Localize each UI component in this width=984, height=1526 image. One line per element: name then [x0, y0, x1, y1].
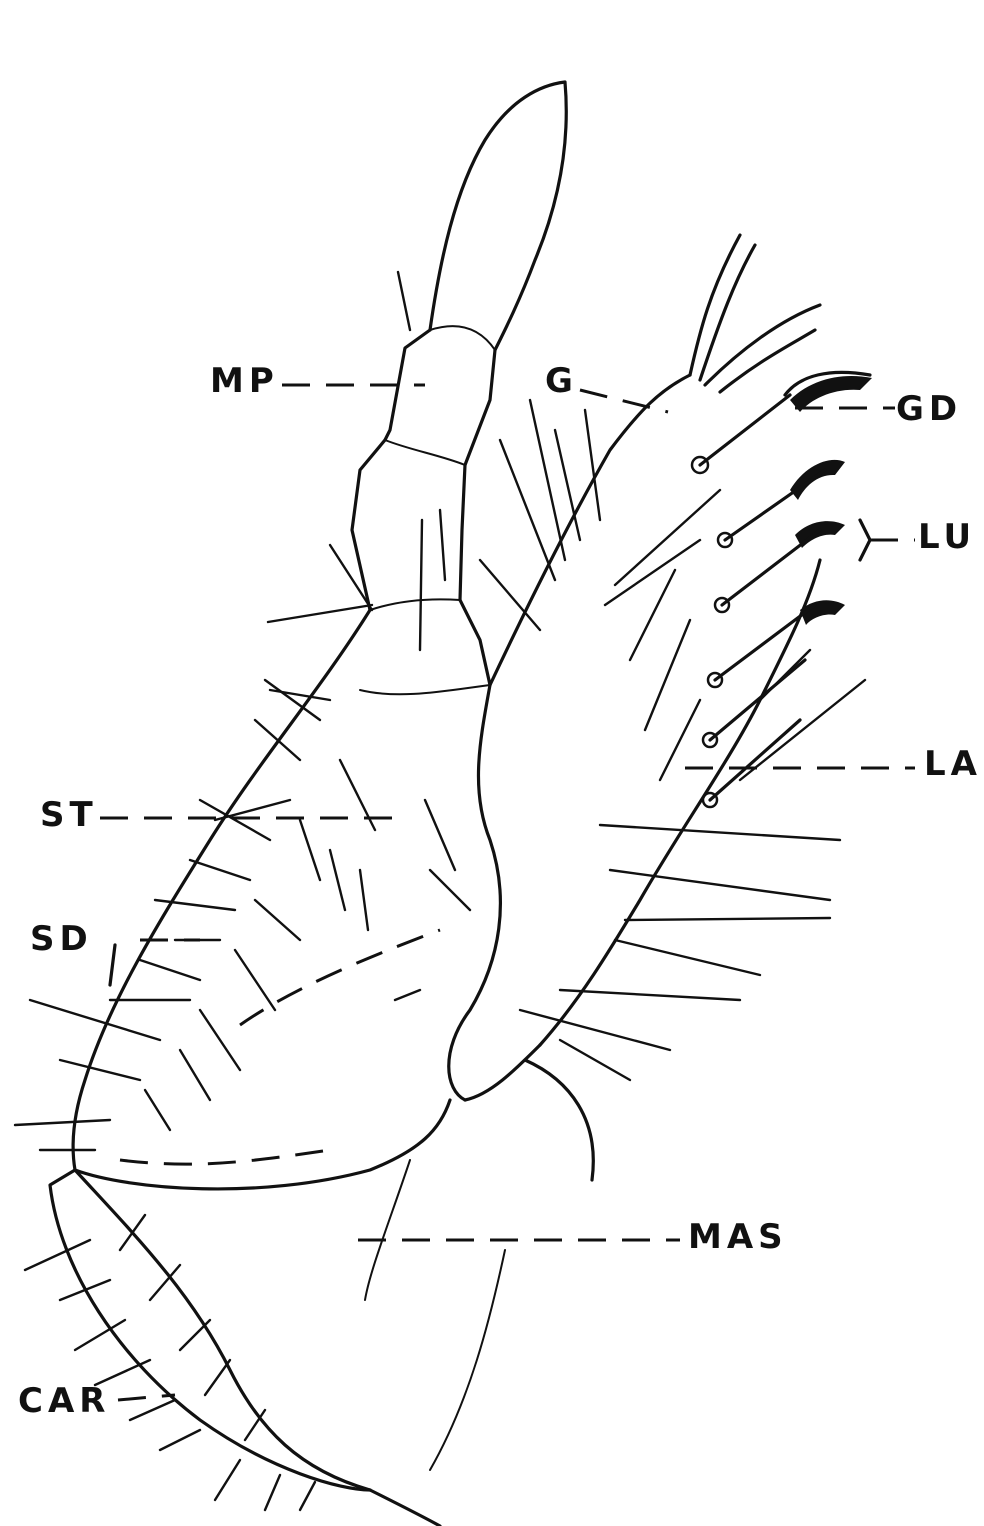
label-car: CAR	[18, 1381, 110, 1421]
label-sd: SD	[30, 919, 93, 959]
stipes-setae	[15, 680, 470, 1150]
stipes	[73, 610, 540, 1470]
label-g: G	[545, 361, 578, 401]
cardo	[25, 1170, 440, 1526]
label-mas: MAS	[688, 1217, 788, 1257]
label-lu: LU	[918, 517, 976, 557]
leader-lines	[100, 385, 915, 1400]
maxillary-palp	[268, 82, 566, 694]
label-gd: GD	[896, 389, 962, 429]
label-st: ST	[40, 795, 98, 835]
label-la: LA	[924, 744, 982, 784]
label-mp: MP	[210, 361, 279, 401]
lacinia-galea	[480, 235, 872, 1180]
